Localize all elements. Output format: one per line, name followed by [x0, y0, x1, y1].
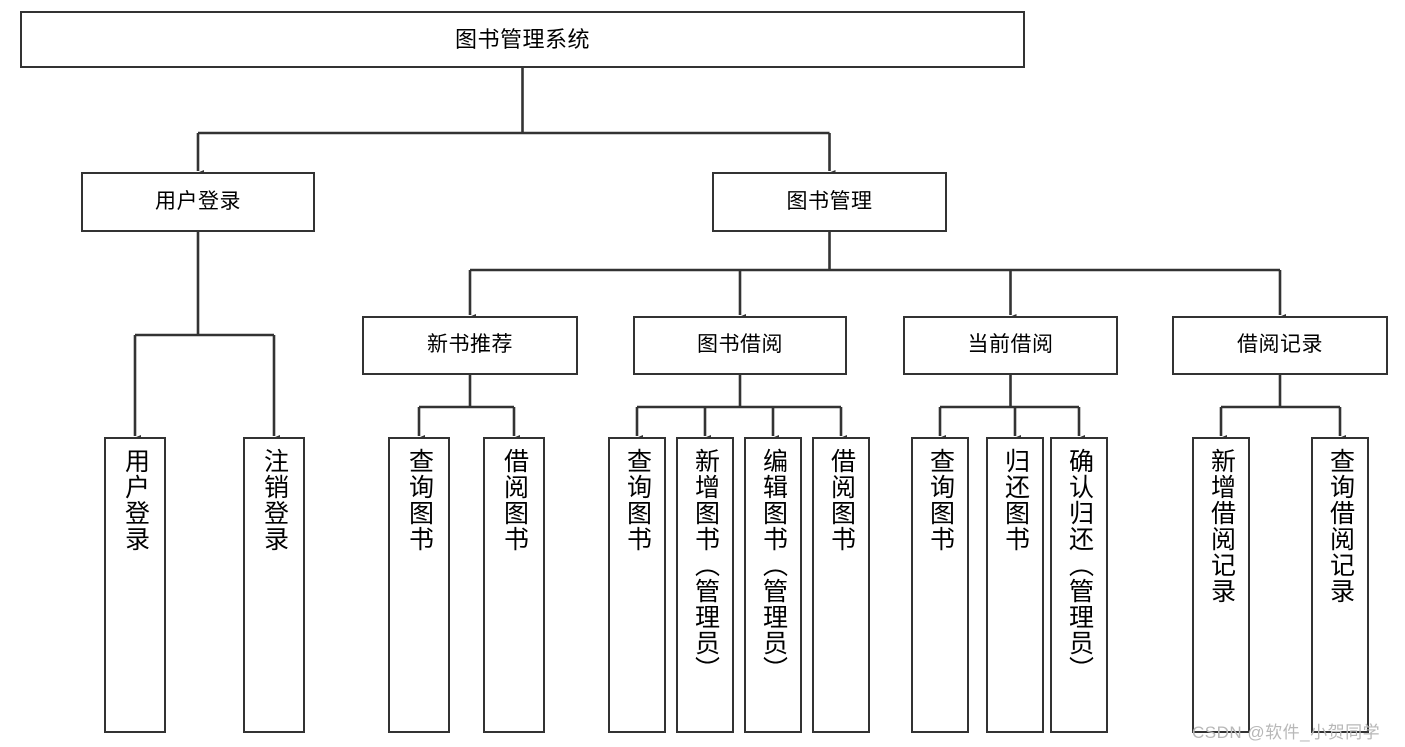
node-book-manage[interactable]: 图书管理 — [712, 172, 947, 232]
node-label: 新增借阅记录 — [1207, 448, 1236, 604]
node-leaf-return-book[interactable]: 归还图书 — [986, 437, 1044, 733]
node-leaf-user-logout[interactable]: 注销登录 — [243, 437, 305, 733]
node-leaf-confirm-return-admin[interactable]: 确认归还（管理员） — [1050, 437, 1108, 733]
node-leaf-edit-book-admin[interactable]: 编辑图书（管理员） — [744, 437, 802, 733]
csdn-watermark: CSDN @软件_小贺同学 — [1192, 723, 1381, 742]
node-leaf-query-book-borrow[interactable]: 查询图书 — [608, 437, 666, 733]
node-new-book-recommend[interactable]: 新书推荐 — [362, 316, 578, 375]
node-book-borrow[interactable]: 图书借阅 — [633, 316, 847, 375]
node-label: 借阅记录 — [1237, 333, 1323, 357]
node-label: 图书管理系统 — [454, 26, 590, 52]
node-label: 用户登录 — [155, 189, 241, 213]
node-label: 归还图书 — [1001, 448, 1030, 552]
node-label: 图书借阅 — [697, 333, 783, 357]
node-label: 查询图书 — [623, 448, 652, 552]
node-label: 当前借阅 — [967, 333, 1054, 357]
node-leaf-add-book-admin[interactable]: 新增图书（管理员） — [676, 437, 734, 733]
node-leaf-borrow-book-borrow[interactable]: 借阅图书 — [812, 437, 870, 733]
node-current-borrow[interactable]: 当前借阅 — [903, 316, 1118, 375]
node-label: 用户登录 — [121, 448, 150, 552]
node-user-login[interactable]: 用户登录 — [81, 172, 315, 232]
node-label: 借阅图书 — [500, 448, 529, 552]
node-leaf-user-login[interactable]: 用户登录 — [104, 437, 166, 733]
node-leaf-query-book-current[interactable]: 查询图书 — [911, 437, 969, 733]
node-label: 确认归还（管理员） — [1065, 448, 1094, 682]
node-label: 图书管理 — [786, 189, 873, 213]
node-borrow-record[interactable]: 借阅记录 — [1172, 316, 1388, 375]
node-leaf-query-borrow-record[interactable]: 查询借阅记录 — [1311, 437, 1369, 733]
node-label: 查询借阅记录 — [1326, 448, 1355, 604]
node-leaf-add-borrow-record[interactable]: 新增借阅记录 — [1192, 437, 1250, 733]
node-label: 编辑图书（管理员） — [759, 448, 788, 682]
node-leaf-query-book-recommend[interactable]: 查询图书 — [388, 437, 450, 733]
node-label: 查询图书 — [926, 448, 955, 552]
node-leaf-borrow-book-recommend[interactable]: 借阅图书 — [483, 437, 545, 733]
node-label: 注销登录 — [260, 448, 289, 552]
node-root[interactable]: 图书管理系统 — [20, 11, 1025, 68]
node-label: 新书推荐 — [427, 333, 513, 357]
node-label: 借阅图书 — [827, 448, 856, 552]
node-label: 新增图书（管理员） — [691, 448, 720, 682]
node-label: 查询图书 — [405, 448, 434, 552]
